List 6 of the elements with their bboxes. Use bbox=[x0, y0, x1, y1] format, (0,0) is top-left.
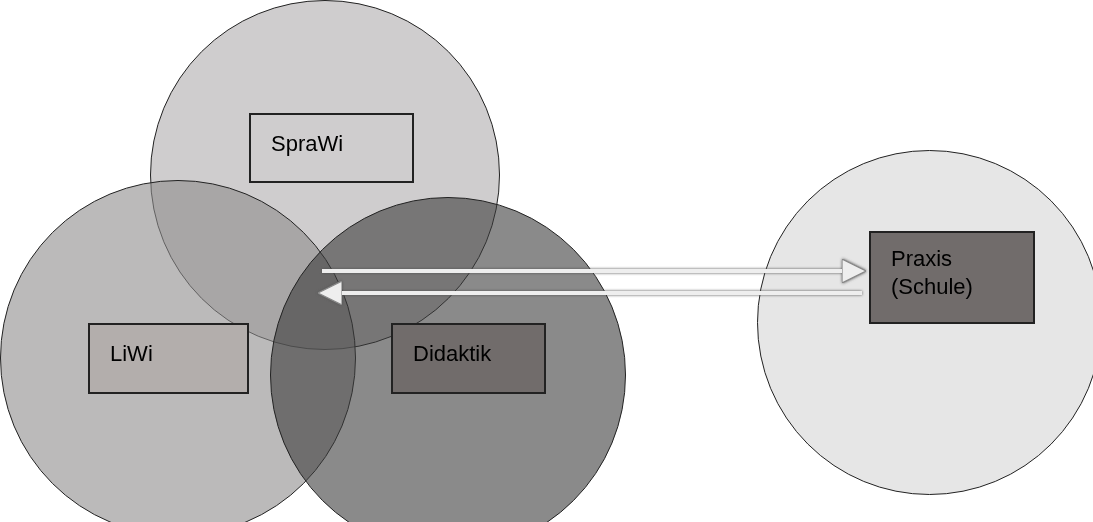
text-box: SpraWi bbox=[249, 113, 414, 183]
text-box: Didaktik bbox=[391, 323, 546, 394]
arrow bbox=[317, 280, 862, 306]
text-box: Praxis (Schule) bbox=[869, 231, 1035, 324]
arrow bbox=[322, 258, 867, 284]
text-box: LiWi bbox=[88, 323, 249, 394]
